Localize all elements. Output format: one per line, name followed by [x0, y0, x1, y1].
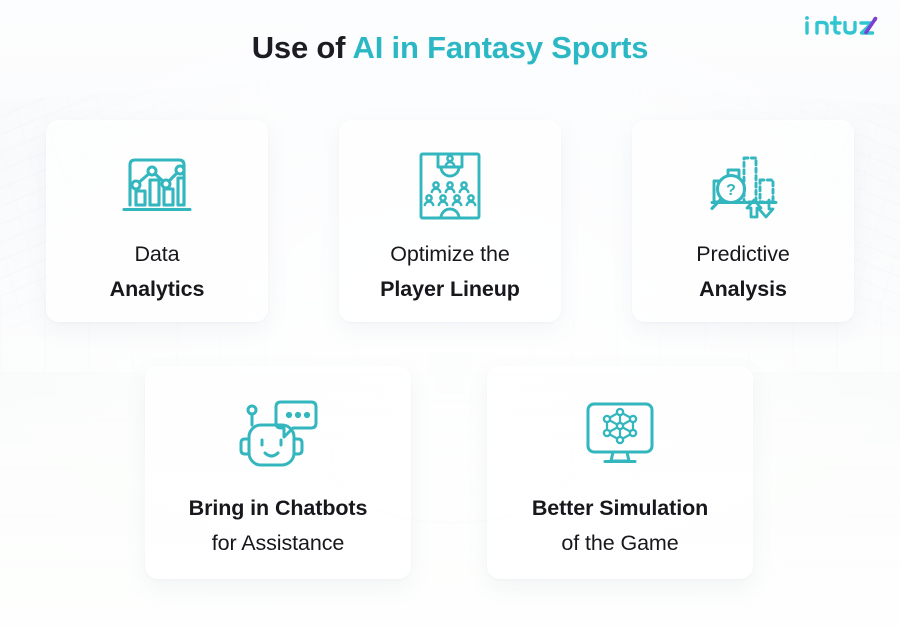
- chatbot-robot-icon: [237, 397, 319, 471]
- chart-monitor-icon: [120, 149, 194, 223]
- stadium-scoreboard: [429, 352, 472, 378]
- card-label-line1: Better Simulation: [531, 496, 709, 520]
- magnifier-forecast-icon: ?: [704, 149, 782, 223]
- card-label-line2: Analysis: [699, 277, 787, 301]
- stadium-pitch-lines: [0, 372, 900, 626]
- card-label: Bring in Chatbots for Assistance: [189, 491, 368, 561]
- stadium-pitch: [0, 372, 900, 626]
- card-label-line2: Analytics: [109, 277, 205, 301]
- card-label-line1: Data: [134, 242, 180, 266]
- card-label-line1: Predictive: [696, 242, 790, 266]
- card-label: Predictive Analysis: [696, 237, 790, 307]
- card-data-analytics[interactable]: Data Analytics: [46, 120, 268, 322]
- card-predictive-analysis[interactable]: ? Predictive Analysis: [632, 120, 854, 322]
- svg-text:?: ?: [726, 182, 736, 199]
- card-label: Data Analytics: [110, 237, 205, 307]
- card-player-lineup[interactable]: Optimize the Player Lineup: [339, 120, 561, 322]
- page-title-plain: Use of: [251, 30, 353, 65]
- intuz-logo[interactable]: [804, 14, 878, 38]
- card-label-line1: Optimize the: [390, 242, 510, 266]
- card-label: Better Simulation of the Game: [532, 491, 708, 561]
- card-label-line1: Bring in Chatbots: [188, 496, 368, 520]
- card-label: Optimize the Player Lineup: [380, 237, 520, 307]
- page-title: Use of AI in Fantasy Sports: [0, 26, 900, 70]
- field-lineup-icon: [415, 149, 485, 223]
- card-label-line2: of the Game: [561, 531, 679, 555]
- card-simulation[interactable]: Better Simulation of the Game: [487, 366, 753, 579]
- card-chatbots[interactable]: Bring in Chatbots for Assistance: [145, 366, 411, 579]
- card-label-line2: for Assistance: [211, 531, 345, 555]
- stadium-scoreboard-post: [437, 378, 464, 394]
- page-title-accent: AI in Fantasy Sports: [352, 30, 649, 65]
- card-label-line2: Player Lineup: [380, 277, 520, 301]
- monitor-cube-icon: [583, 397, 657, 471]
